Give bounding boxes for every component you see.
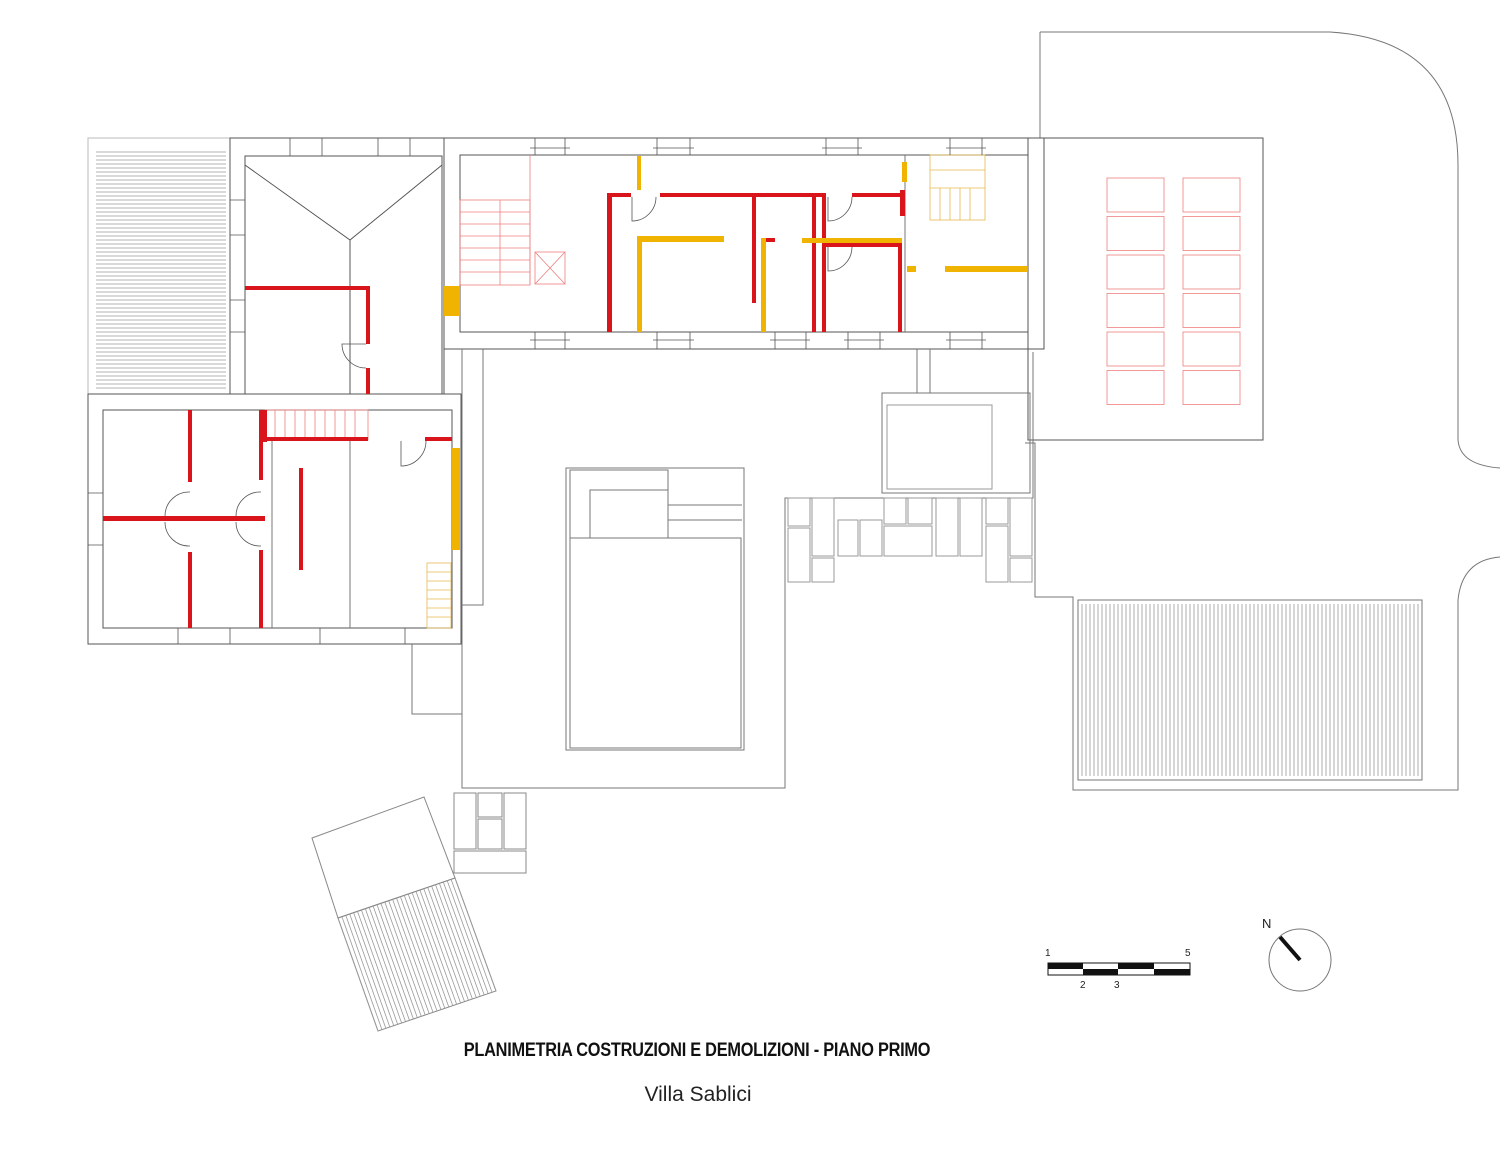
table — [1182, 177, 1241, 213]
hatch-line — [349, 913, 391, 1028]
hatch-line — [431, 885, 473, 1000]
hatch-line — [376, 904, 418, 1018]
pergola-southwest-hatching — [337, 877, 497, 1032]
hatch-line — [454, 877, 497, 992]
table — [1182, 370, 1241, 405]
pergola-east-hatching — [1081, 604, 1419, 776]
hatch-line — [361, 909, 402, 1024]
hatch-line — [353, 912, 395, 1026]
hatch-line — [396, 897, 438, 1012]
central-building — [443, 137, 1045, 350]
scale-bar — [1047, 962, 1191, 976]
hatch-line — [392, 899, 434, 1013]
stair-new-south — [426, 562, 452, 629]
window-marks — [88, 138, 986, 644]
new-construction-walls — [444, 156, 1027, 550]
hatch-line — [423, 888, 465, 1002]
drawing-subtitle: Villa Sablici — [644, 1083, 752, 1106]
table — [1182, 254, 1241, 290]
north-arrow-icon — [1268, 928, 1332, 992]
stair-new-east — [929, 154, 986, 221]
hatch-line — [364, 908, 406, 1022]
hatch-line — [415, 891, 458, 1005]
table — [1182, 216, 1241, 251]
hatch-line — [368, 907, 410, 1021]
table — [1106, 370, 1165, 405]
scale-label-5: 5 — [1185, 948, 1191, 959]
hatch-line — [388, 900, 430, 1014]
west-wing-south — [87, 393, 462, 645]
stair-west — [459, 155, 566, 286]
pool — [565, 467, 745, 751]
hatch-line — [407, 893, 450, 1008]
hatch-line — [450, 879, 493, 993]
planter — [881, 392, 1031, 494]
hatch-line — [411, 892, 454, 1006]
hatch-line — [435, 884, 477, 998]
hatch-line — [400, 896, 442, 1010]
site-boundary-lower — [1025, 442, 1500, 791]
hatch-line — [403, 895, 446, 1009]
site-boundary — [1040, 31, 1500, 469]
table — [1182, 293, 1241, 328]
hatch-line — [345, 915, 387, 1029]
drawing-title: PLANIMETRIA COSTRUZIONI E DEMOLIZIONI - … — [463, 1040, 931, 1061]
scale-label-1: 1 — [1045, 948, 1051, 959]
terrace-west-hatching — [96, 151, 226, 389]
hatch-line — [337, 917, 379, 1032]
table — [1106, 331, 1165, 367]
hatch-line — [384, 901, 426, 1016]
pergola-east — [1077, 599, 1423, 781]
table — [1106, 216, 1165, 251]
terrace-east — [1027, 137, 1264, 441]
terrace-tables — [1106, 177, 1241, 405]
paving-east — [787, 497, 1033, 583]
door-swings — [164, 196, 853, 547]
hatch-line — [357, 911, 399, 1025]
west-wing-north — [229, 137, 445, 395]
scale-label-3: 3 — [1114, 980, 1120, 991]
table — [1182, 331, 1241, 367]
table — [1106, 254, 1165, 290]
hatch-line — [380, 903, 422, 1017]
hatch-line — [439, 883, 481, 997]
hatch-line — [419, 889, 461, 1004]
hatch-line — [442, 881, 485, 996]
hatch-line — [446, 880, 489, 994]
table — [1106, 293, 1165, 328]
hatch-line — [427, 887, 469, 1001]
demolition-walls — [103, 190, 905, 628]
north-label: N — [1262, 916, 1272, 931]
scale-label-2: 2 — [1080, 980, 1086, 991]
hatch-line — [341, 916, 383, 1030]
stair-south — [264, 409, 369, 441]
table — [1106, 177, 1165, 213]
hatch-line — [372, 905, 414, 1020]
